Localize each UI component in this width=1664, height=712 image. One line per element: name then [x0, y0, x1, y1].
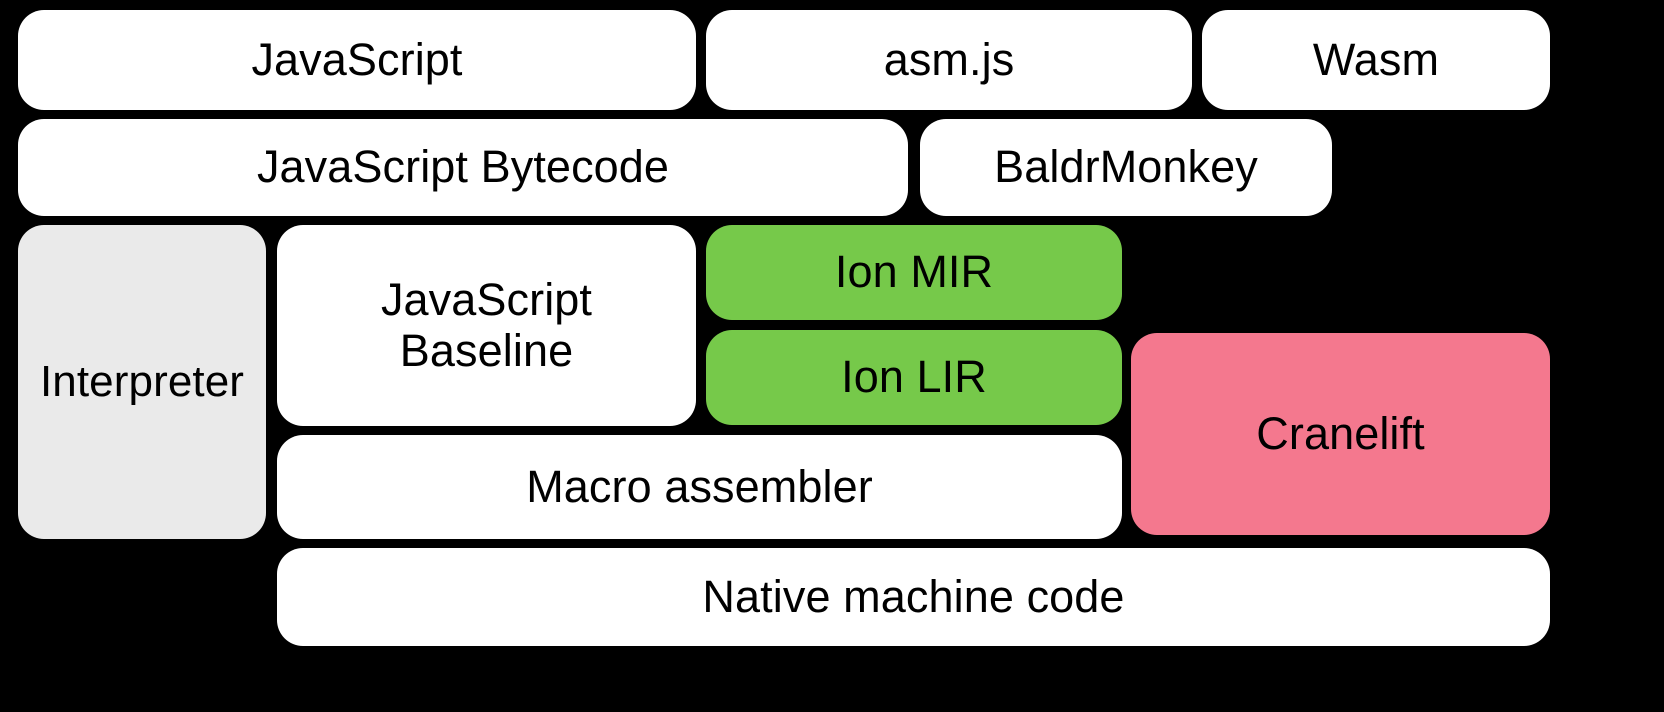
- node-ion-lir: Ion LIR: [706, 330, 1122, 425]
- node-wasm: Wasm: [1202, 10, 1550, 110]
- node-asmjs: asm.js: [706, 10, 1192, 110]
- node-baldrmonkey: BaldrMonkey: [920, 119, 1332, 216]
- node-javascript-bytecode: JavaScript Bytecode: [18, 119, 908, 216]
- node-javascript: JavaScript: [18, 10, 696, 110]
- node-javascript-baseline: JavaScript Baseline: [277, 225, 696, 426]
- node-cranelift: Cranelift: [1131, 333, 1550, 535]
- node-interpreter: Interpreter: [18, 225, 266, 539]
- node-macro-assembler: Macro assembler: [277, 435, 1122, 539]
- node-ion-mir: Ion MIR: [706, 225, 1122, 320]
- node-native-machine-code: Native machine code: [277, 548, 1550, 646]
